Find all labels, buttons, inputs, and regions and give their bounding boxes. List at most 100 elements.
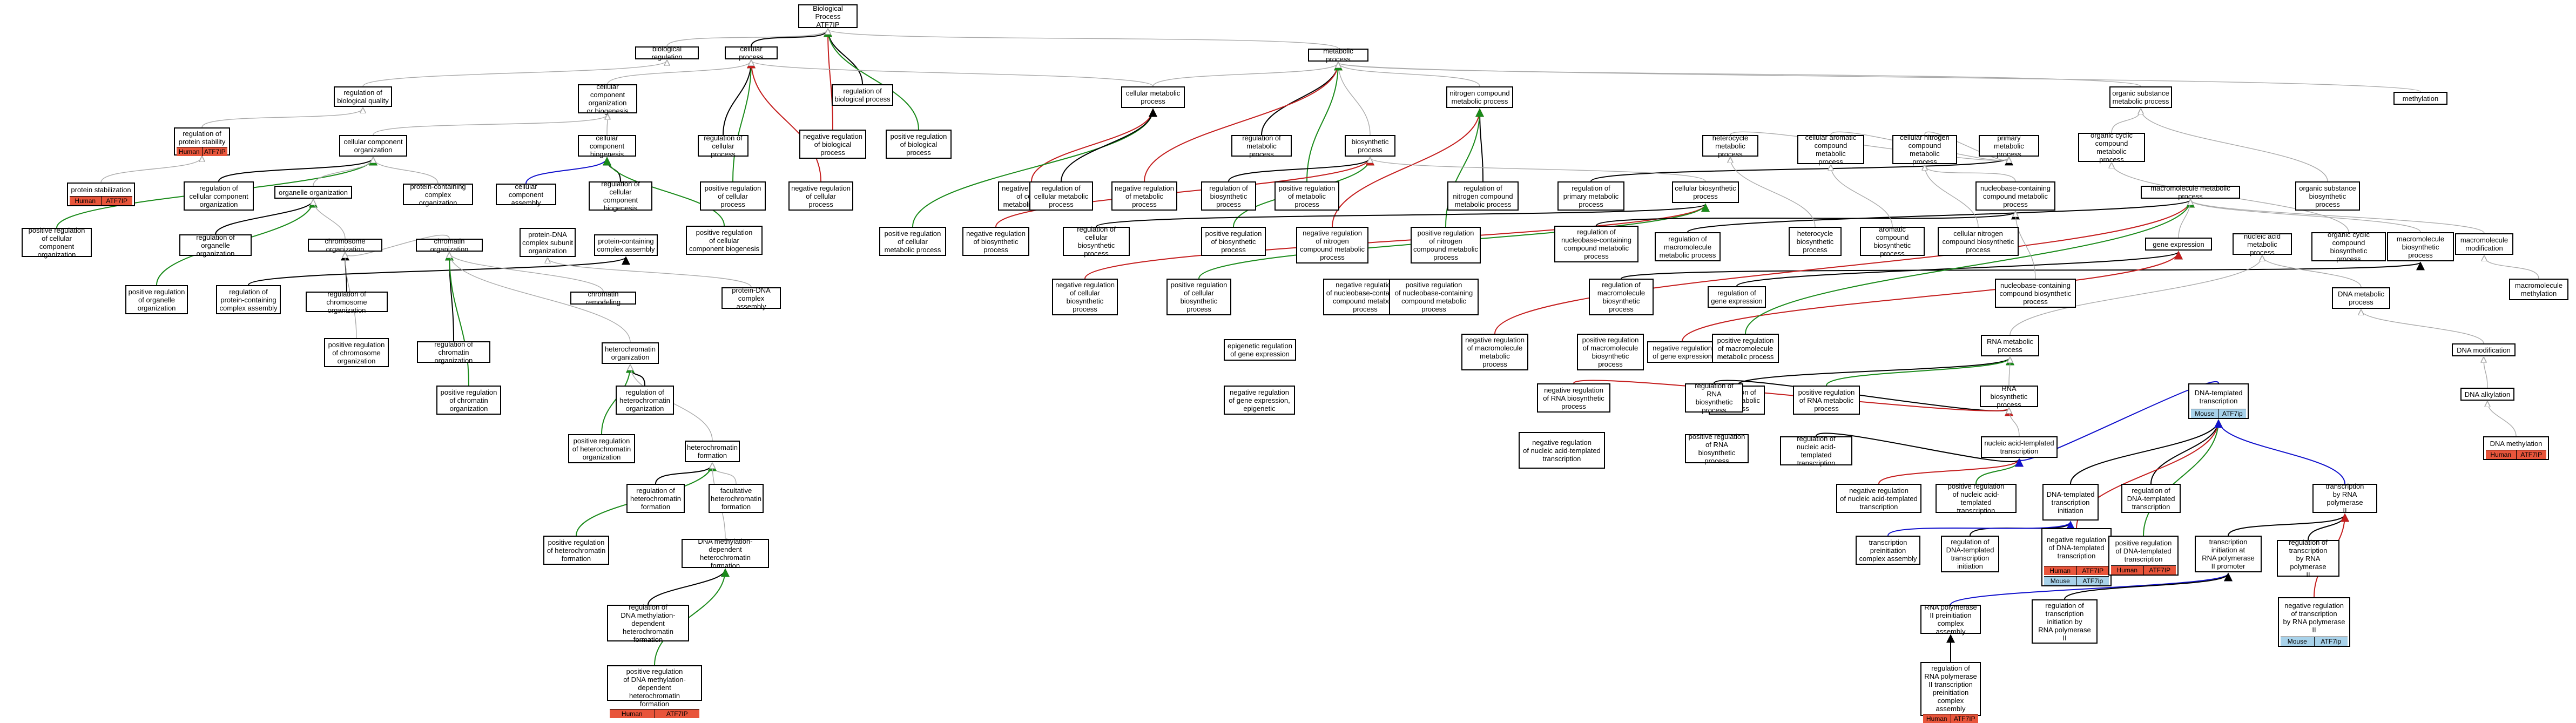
go-term-posregchromosomeorg[interactable]: positive regulation of chromosome organi… xyxy=(324,338,389,367)
go-term-hetorg[interactable]: heterochromatin organization xyxy=(602,342,659,364)
go-term-regprimary[interactable]: regulation of primary metabolic process xyxy=(1557,181,1624,211)
go-term-regtransrnapol[interactable]: regulation of transcription by RNA polym… xyxy=(2277,538,2339,579)
go-term-negregrnabiosynth[interactable]: negative regulation of RNA biosynthetic … xyxy=(1537,383,1610,413)
go-term-regrnabiosynth[interactable]: regulation of RNA biosynthetic process xyxy=(1685,382,1743,414)
go-term-regdnamethhet[interactable]: regulation of DNA methylation-dependent … xyxy=(607,603,689,644)
go-term-negregmet[interactable]: negative regulation of metabolic process xyxy=(1111,181,1177,211)
go-term-methylation[interactable]: methylation xyxy=(2393,92,2447,105)
go-term-bioreg[interactable]: biological regulation xyxy=(635,45,699,61)
go-term-rnabiosynth[interactable]: RNA biosynthetic process xyxy=(1980,384,2038,409)
go-term-macromet[interactable]: macromolecule metabolic process xyxy=(2141,184,2240,200)
go-term-negregnatrans[interactable]: negative regulation of nucleic acid-temp… xyxy=(1519,432,1605,469)
go-term-heterocycle[interactable]: heterocycle metabolic process xyxy=(1702,134,1758,158)
go-term-pdnacsub[interactable]: protein-DNA complex subunit organization xyxy=(520,228,576,257)
go-term-ccob[interactable]: cellular component organization or bioge… xyxy=(578,83,637,115)
go-term-aromaticbio[interactable]: aromatic compound biosynthetic process xyxy=(1860,225,1925,258)
go-term-negregtransrnapol[interactable]: negative regulation of transcription by … xyxy=(2278,597,2350,647)
go-term-posregdnamethhet[interactable]: positive regulation of DNA methylation-d… xyxy=(607,665,702,718)
go-term-epiregge[interactable]: epigenetic regulation of gene expression xyxy=(1224,339,1296,361)
go-term-regrnapolpreinit[interactable]: regulation of RNA polymerase II transcri… xyxy=(1920,662,1981,723)
go-term-biosynth[interactable]: biosynthetic process xyxy=(1345,135,1395,157)
go-term-cellnitrobio[interactable]: cellular nitrogen compound biosynthetic … xyxy=(1938,227,2019,256)
go-term-cellmet[interactable]: cellular metabolic process xyxy=(1121,86,1185,108)
go-term-nuclcompbio[interactable]: nucleobase-containing compound biosynthe… xyxy=(1995,279,2076,308)
go-term-chromatinremod[interactable]: chromatin remodeling xyxy=(570,290,636,306)
go-term-negregcellproc[interactable]: negative regulation of cellular process xyxy=(788,181,853,211)
go-term-regccbiog[interactable]: regulation of cellular component biogene… xyxy=(589,180,652,212)
go-term-nitrocomp[interactable]: nitrogen compound metabolic process xyxy=(1446,86,1513,108)
go-term-posregmacro[interactable]: positive regulation of macromolecule bio… xyxy=(1577,334,1644,370)
go-term-posregmacro2[interactable]: positive regulation of macromolecule met… xyxy=(1712,334,1779,363)
go-term-regnitro[interactable]: regulation of nitrogen compound metaboli… xyxy=(1447,181,1519,211)
go-term-posregrnabiosynth[interactable]: positive regulation of RNA biosynthetic … xyxy=(1685,433,1749,465)
go-term-posregnucl[interactable]: positive regulation of nucleobase-contai… xyxy=(1389,279,1479,315)
go-term-metproc[interactable]: metabolic process xyxy=(1308,47,1368,63)
go-term-negregbiol[interactable]: negative regulation of biological proces… xyxy=(799,130,866,159)
go-term-organiccyclic[interactable]: organic cyclic compound metabolic proces… xyxy=(2078,131,2145,164)
go-term-posregcellbiosynth[interactable]: positive regulation of cellular biosynth… xyxy=(1166,279,1231,315)
go-term-regbiolqual[interactable]: regulation of biological quality xyxy=(334,86,392,107)
go-term-negregbiosynth[interactable]: negative regulation of biosynthetic proc… xyxy=(962,227,1029,256)
go-term-rnamet[interactable]: RNA metabolic process xyxy=(1981,335,2039,356)
go-term-regmacrobiosynth[interactable]: regulation of macromolecule biosynthetic… xyxy=(1589,279,1654,315)
go-term-regcellbiosynth[interactable]: regulation of cellular biosynthetic proc… xyxy=(1063,225,1130,258)
go-term-negregnat2[interactable]: negative regulation of nucleic acid-temp… xyxy=(1836,484,1921,513)
go-term-regcellproc[interactable]: regulation of cellular process xyxy=(698,134,748,158)
go-term-transrnapol[interactable]: transcription by RNA polymerase II xyxy=(2312,482,2377,515)
go-term-posregdnatrans[interactable]: positive regulation of DNA-templated tra… xyxy=(2108,536,2179,576)
go-term-macrometh[interactable]: macromolecule methylation xyxy=(2509,279,2568,300)
go-term-facultativehet[interactable]: facultative heterochromatin formation xyxy=(709,484,764,513)
go-term-cellaromatic[interactable]: cellular aromatic compound metabolic pro… xyxy=(1797,133,1864,166)
go-term-regnatrans[interactable]: regulation of nucleic acid-templated tra… xyxy=(1780,435,1852,467)
go-term-posregcco[interactable]: positive regulation of cellular componen… xyxy=(22,226,92,259)
go-term-dnatransinit[interactable]: DNA-templated transcription initiation xyxy=(2042,484,2099,521)
go-term-organicsubbio[interactable]: organic substance biosynthetic process xyxy=(2295,181,2360,211)
go-term-pcco[interactable]: protein-containing complex organization xyxy=(403,183,473,207)
go-term-natrans[interactable]: nucleic acid-templated transcription xyxy=(1981,436,2058,458)
go-term-regchromosomeorg[interactable]: regulation of chromosome organization xyxy=(306,290,388,314)
go-term-reghetform[interactable]: regulation of heterochromatin formation xyxy=(626,484,685,513)
go-term-regchromatinorg[interactable]: regulation of chromatin organization xyxy=(417,340,490,364)
go-term-regge[interactable]: regulation of gene expression xyxy=(1708,286,1766,308)
go-term-pccassembly[interactable]: protein-containing complex assembly xyxy=(594,234,658,256)
go-term-dnamethhet[interactable]: DNA methylation-dependent heterochromati… xyxy=(682,537,769,570)
go-term-cco[interactable]: cellular component organization xyxy=(339,135,407,157)
go-term-organicsub[interactable]: organic substance metabolic process xyxy=(2109,86,2172,108)
go-term-regtransinit[interactable]: regulation of transcription initiation b… xyxy=(2032,599,2098,644)
go-term-posregorgorg[interactable]: positive regulation of organelle organiz… xyxy=(125,285,188,314)
go-term-posregmet[interactable]: positive regulation of metabolic process xyxy=(1274,181,1339,211)
go-term-nuclcomp[interactable]: nucleobase-containing compound metabolic… xyxy=(1975,181,2055,211)
go-term-negregge_epi[interactable]: negative regulation of gene expression, … xyxy=(1224,386,1295,415)
go-term-posregccbiog[interactable]: positive regulation of cellular componen… xyxy=(686,226,763,255)
go-term-bp[interactable]: Biological Process ATF7IP xyxy=(798,4,858,29)
go-term-posreghetorg[interactable]: positive regulation of heterochromatin o… xyxy=(568,434,635,463)
go-term-macrobio[interactable]: macromolecule biosynthetic process xyxy=(2387,232,2454,261)
go-term-geneexpr[interactable]: gene expression xyxy=(2145,238,2212,251)
go-term-ccbiog[interactable]: cellular component biogenesis xyxy=(578,134,636,158)
go-term-posregrnamet[interactable]: positive regulation of RNA metabolic pro… xyxy=(1793,386,1860,415)
go-term-chromosomeorg[interactable]: chromosome organization xyxy=(308,237,382,253)
go-term-posregnatrans[interactable]: positive regulation of nucleic acid-temp… xyxy=(1936,482,2017,515)
go-term-posregcellmet[interactable]: positive regulation of cellular metaboli… xyxy=(879,227,946,256)
go-term-regorgorg[interactable]: regulation of organelle organization xyxy=(179,233,252,258)
go-term-hetform[interactable]: heterochromatin formation xyxy=(685,441,740,462)
go-term-regmetproc[interactable]: regulation of metabolic process xyxy=(1231,134,1292,158)
go-term-regpccassembly[interactable]: regulation of protein-containing complex… xyxy=(216,285,281,314)
go-term-cellbiosynth[interactable]: cellular biosynthetic process xyxy=(1672,181,1739,203)
go-term-nucleicacidmet[interactable]: nucleic acid metabolic process xyxy=(2233,232,2292,256)
go-term-regdnatransinit[interactable]: regulation of DNA-templated transcriptio… xyxy=(1941,536,1999,572)
go-term-regcellmet[interactable]: regulation of cellular metabolic process xyxy=(1029,181,1093,211)
go-term-rnapolpreinit[interactable]: RNA polymerase II preinitiation complex … xyxy=(1920,603,1981,636)
go-term-posregcellproc[interactable]: positive regulation of cellular process xyxy=(700,181,766,211)
go-term-regnuclcomp[interactable]: regulation of nucleobase-containing comp… xyxy=(1554,226,1638,262)
go-term-cellproc[interactable]: cellular process xyxy=(725,45,778,61)
go-term-regbiosynth[interactable]: regulation of biosynthetic process xyxy=(1201,181,1256,211)
go-term-posregbiol[interactable]: positive regulation of biological proces… xyxy=(886,130,952,159)
go-term-pdnacassembly[interactable]: protein-DNA complex assembly xyxy=(721,286,781,310)
go-term-posregchromatinorg[interactable]: positive regulation of chromatin organiz… xyxy=(436,386,501,415)
go-term-dnamod[interactable]: DNA modification xyxy=(2452,343,2516,356)
